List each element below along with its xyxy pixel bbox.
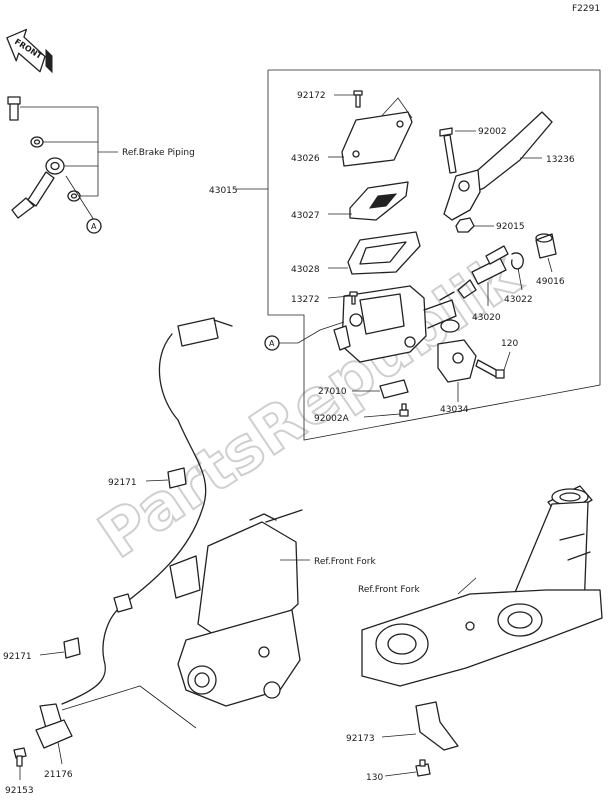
label-43028: 43028 xyxy=(291,265,320,275)
assembly-frame xyxy=(267,69,601,441)
label-43027: 43027 xyxy=(291,211,320,221)
label-92002: 92002 xyxy=(478,127,507,137)
label-43026: 43026 xyxy=(291,154,320,164)
label-13272: 13272 xyxy=(291,295,320,305)
part-13236-lever xyxy=(443,111,553,221)
part-130-bolt xyxy=(415,759,431,777)
label-27010: 27010 xyxy=(318,387,347,397)
label-92015: 92015 xyxy=(496,222,525,232)
part-92171-clamp-lower xyxy=(63,637,81,659)
master-cylinder-body xyxy=(333,285,457,363)
figure-code: F2291 xyxy=(572,4,600,14)
part-92173-bracket xyxy=(415,701,459,751)
brake-piping-parts xyxy=(7,96,118,221)
label-92173: 92173 xyxy=(346,734,375,744)
label-120: 120 xyxy=(501,339,518,349)
label-130: 130 xyxy=(366,773,383,783)
label-49016: 49016 xyxy=(536,277,565,287)
callout-a-top-letter: A xyxy=(91,222,97,231)
front-direction-arrow: FRONT xyxy=(6,28,53,74)
callout-a-top xyxy=(86,218,102,234)
label-92171-lower: 92171 xyxy=(3,652,32,662)
part-43028-diaphragm xyxy=(347,231,421,275)
label-21176: 21176 xyxy=(44,770,73,780)
ref-front-fork-upper-label: Ref.Front Fork xyxy=(314,557,376,567)
label-92153: 92153 xyxy=(5,786,34,796)
label-92172: 92172 xyxy=(297,91,326,101)
part-27010-switch xyxy=(379,379,409,399)
label-43015: 43015 xyxy=(209,186,238,196)
label-43020: 43020 xyxy=(472,313,501,323)
part-120-bolt xyxy=(475,359,505,379)
callout-a-cylinder-letter: A xyxy=(269,339,275,348)
part-92002-bolt xyxy=(439,127,457,174)
part-92002A-screw xyxy=(399,403,409,417)
part-43034-holder xyxy=(437,319,477,383)
ref-front-fork-lower-label: Ref.Front Fork xyxy=(358,585,420,595)
label-43022: 43022 xyxy=(504,295,533,305)
part-92153-bolt xyxy=(13,747,27,767)
part-92171-clamp-upper xyxy=(167,467,187,489)
part-43026-cap xyxy=(341,111,413,167)
part-92172-screw xyxy=(353,90,363,108)
label-92002A: 92002A xyxy=(314,414,350,424)
front-fork-lower-leg xyxy=(169,509,303,707)
steering-stem-bracket xyxy=(361,485,603,687)
label-13236: 13236 xyxy=(546,155,575,165)
ref-brake-piping-label: Ref.Brake Piping xyxy=(122,148,195,158)
label-92171-upper: 92171 xyxy=(108,478,137,488)
part-92015-nut xyxy=(455,217,475,233)
part-43022-circlip xyxy=(511,252,524,270)
label-43034: 43034 xyxy=(440,405,469,415)
part-21176-sensor xyxy=(35,719,73,749)
part-13272-screw xyxy=(349,291,358,305)
part-43020-piston-kit xyxy=(439,245,509,301)
part-49016-boot xyxy=(535,233,557,259)
